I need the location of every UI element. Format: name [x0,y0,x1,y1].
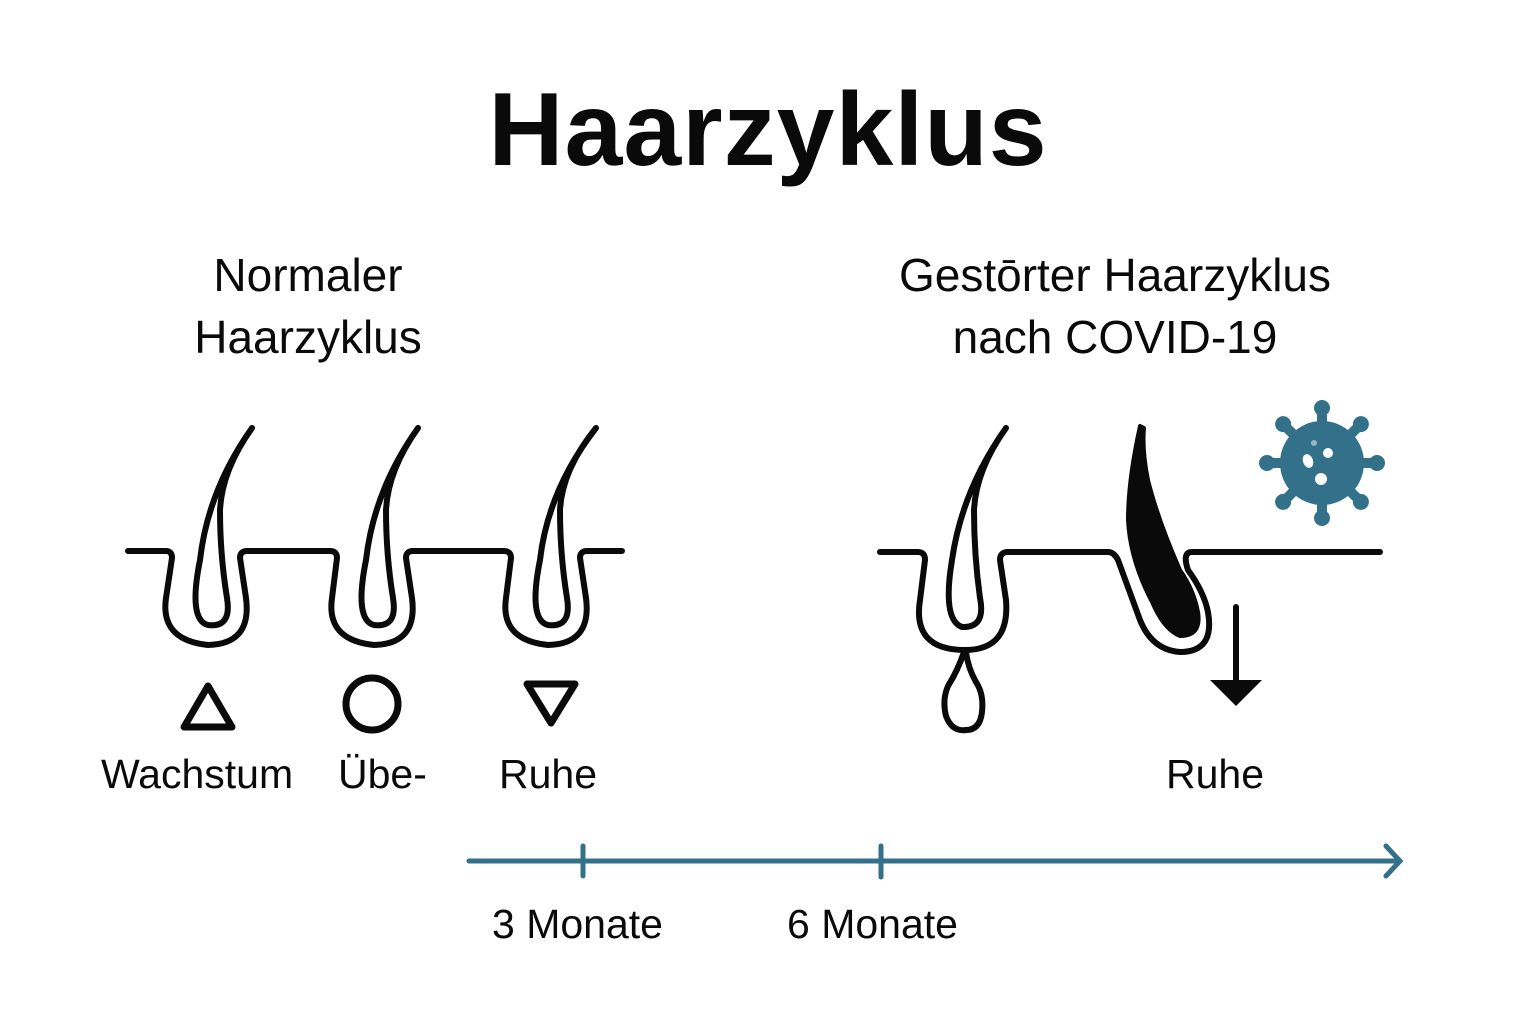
hair-follicle-growth-icon [192,425,255,629]
normal-cycle-heading-line1: Normaler [213,249,403,301]
normal-cycle-heading: Normaler Haarzyklus [108,244,508,368]
circle-icon [342,674,402,734]
phase-label-growth: Wachstum [101,751,294,797]
skin-line-left [125,548,625,648]
skin-line-right [877,549,1383,655]
timeline-axis [466,843,1404,880]
timeline-label-6-months: 6 Monate [787,901,958,947]
phase-label-rest-disturbed: Ruhe [1166,751,1265,797]
down-arrow-icon [1210,604,1262,706]
disturbed-cycle-heading-line2: nach COVID-19 [952,311,1278,363]
dark-resting-hair-icon [1126,424,1201,638]
page-title: Haarzyklus [488,72,1048,188]
disturbed-cycle-heading: Gestōrter Haarzyklus nach COVID-19 [820,244,1410,368]
normal-cycle-heading-line2: Haarzyklus [194,311,422,363]
hair-follicle-transition-icon [358,425,421,629]
hair-follicle-rest-icon [532,425,599,629]
timeline-label-3-months: 3 Monate [492,901,663,947]
hair-follicle-shedding-icon [941,425,1009,734]
phase-label-rest: Ruhe [499,751,598,797]
triangle-down-icon [523,680,579,727]
disturbed-cycle-heading-line1: Gestōrter Haarzyklus [898,249,1331,301]
phase-label-transition: Übe- [338,751,427,797]
triangle-up-icon [180,682,236,731]
virus-icon [1259,400,1385,526]
